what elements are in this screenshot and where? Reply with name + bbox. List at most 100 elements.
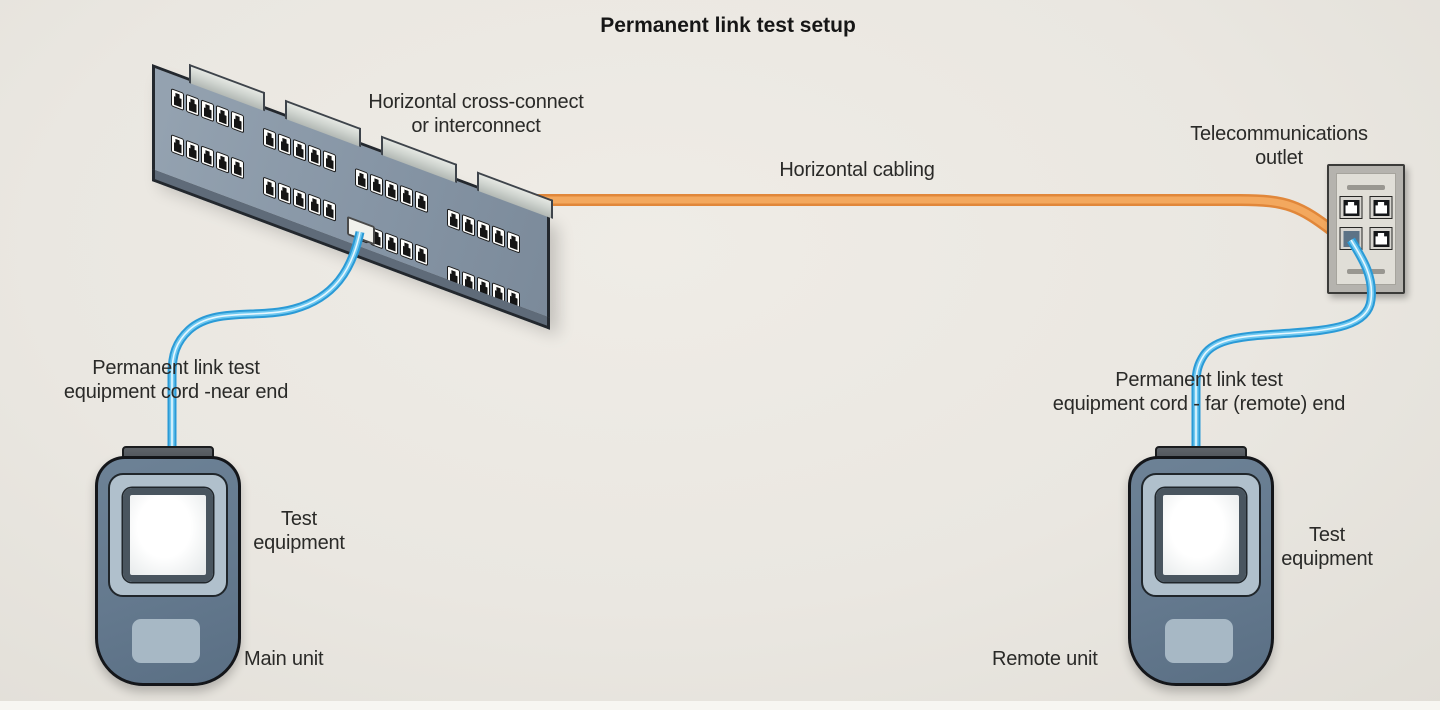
rj45-port bbox=[171, 134, 184, 157]
rj45-port bbox=[278, 182, 291, 205]
rj45-port bbox=[400, 237, 413, 261]
rj45-jack bbox=[1339, 196, 1363, 219]
near-end-cord-cable bbox=[167, 231, 365, 450]
mounting-bracket bbox=[381, 135, 457, 184]
rj45-port-glyph bbox=[403, 242, 411, 257]
rj45-port-glyph bbox=[326, 203, 334, 218]
test-equipment-label-left: Test equipment bbox=[253, 507, 345, 555]
mounting-bracket bbox=[477, 171, 553, 219]
telecom-outlet-label-line2: outlet bbox=[1255, 147, 1303, 169]
rj45-port-glyph bbox=[296, 143, 304, 158]
rj45-port-group bbox=[355, 167, 428, 214]
cross-connect-label-line2: or interconnect bbox=[411, 115, 541, 137]
rj45-port bbox=[231, 110, 244, 134]
rj45-port bbox=[263, 127, 276, 151]
rj45-port bbox=[216, 104, 229, 128]
rj45-port bbox=[201, 145, 214, 169]
far-cord-label-line2: equipment cord - far (remote) end bbox=[1052, 393, 1346, 415]
remote-unit-screen bbox=[1156, 488, 1246, 582]
rj45-port-glyph bbox=[204, 149, 212, 164]
rj45-port-glyph bbox=[311, 148, 319, 163]
rj45-port bbox=[507, 230, 520, 254]
rj45-port bbox=[171, 88, 184, 111]
rj45-port bbox=[323, 198, 336, 222]
rj45-port-glyph bbox=[403, 189, 411, 204]
main-unit-keypad bbox=[132, 619, 200, 663]
rj45-port bbox=[477, 219, 490, 243]
rj45-port-glyph bbox=[204, 103, 212, 118]
remote-unit-device bbox=[1128, 446, 1274, 686]
rj45-port bbox=[263, 176, 276, 200]
rj45-port-group bbox=[447, 208, 520, 254]
rj45-port bbox=[216, 150, 229, 174]
rj45-port-glyph bbox=[465, 218, 473, 233]
rj45-port-group bbox=[171, 134, 244, 180]
test-equipment-left-line2: equipment bbox=[253, 532, 345, 554]
telecom-outlet-label: Telecommunications outlet bbox=[1190, 122, 1368, 170]
remote-unit-keypad bbox=[1165, 619, 1233, 663]
rj45-port bbox=[293, 187, 306, 211]
rj45-jack bbox=[1369, 196, 1393, 219]
rj45-port bbox=[355, 167, 368, 191]
rj45-port-glyph bbox=[281, 137, 289, 152]
horizontal-cabling-cable bbox=[468, 194, 1338, 237]
rj45-port bbox=[462, 213, 475, 237]
near-cord-label-line1: Permanent link test bbox=[92, 357, 260, 379]
rj45-port-glyph bbox=[219, 155, 227, 170]
main-unit-body bbox=[95, 456, 241, 686]
rj45-port bbox=[415, 243, 428, 267]
rj45-port-glyph bbox=[234, 160, 242, 175]
telecom-outlet-plate bbox=[1327, 164, 1405, 294]
cross-connect-label: Horizontal cross-connect or interconnect bbox=[368, 90, 583, 138]
rj45-port-glyph bbox=[388, 236, 396, 251]
far-cord-label-line1: Permanent link test bbox=[1115, 369, 1283, 391]
rj45-port bbox=[293, 138, 306, 162]
bottom-strip bbox=[0, 701, 1440, 710]
rj45-port-glyph bbox=[388, 183, 396, 198]
diagram-title: Permanent link test setup bbox=[600, 14, 856, 37]
rj45-port-glyph bbox=[326, 154, 334, 169]
rj45-port-glyph bbox=[219, 109, 227, 124]
telecom-outlet-label-line1: Telecommunications bbox=[1190, 123, 1368, 145]
rj45-port bbox=[231, 156, 244, 180]
rj45-port-glyph bbox=[234, 114, 242, 129]
rj45-port-glyph bbox=[189, 98, 197, 113]
rj45-port bbox=[201, 99, 214, 123]
remote-unit-caption: Remote unit bbox=[992, 648, 1098, 670]
rj45-port-glyph bbox=[296, 192, 304, 207]
rj45-port-glyph bbox=[450, 212, 458, 227]
rj45-port-glyph bbox=[266, 131, 274, 146]
rj45-port-glyph bbox=[174, 92, 182, 107]
rj45-port-glyph bbox=[174, 138, 182, 153]
rj45-port bbox=[323, 149, 336, 173]
rj45-port bbox=[385, 179, 398, 202]
telecom-outlet-faceplate bbox=[1336, 173, 1396, 285]
rj45-port-glyph bbox=[510, 235, 518, 250]
rj45-port-glyph bbox=[480, 223, 488, 238]
outlet-jack-grid bbox=[1339, 196, 1393, 250]
rj45-port-glyph bbox=[189, 144, 197, 159]
rj45-jack-plugged bbox=[1339, 227, 1363, 250]
rj45-port bbox=[492, 225, 505, 248]
near-cord-label-line2: equipment cord -near end bbox=[63, 381, 289, 403]
rj45-port-glyph bbox=[373, 177, 381, 192]
rj45-port-glyph bbox=[311, 197, 319, 212]
rj45-port bbox=[415, 190, 428, 214]
rj45-jack bbox=[1369, 227, 1393, 250]
remote-unit-body bbox=[1128, 456, 1274, 686]
test-equipment-right-line1: Test bbox=[1309, 524, 1345, 546]
rj45-port bbox=[385, 232, 398, 255]
rj45-port-glyph bbox=[266, 180, 274, 195]
rj45-port-glyph bbox=[418, 194, 426, 209]
main-unit-bezel bbox=[108, 473, 228, 597]
test-equipment-right-line2: equipment bbox=[1281, 548, 1373, 570]
rj45-port bbox=[447, 208, 460, 232]
test-equipment-left-line1: Test bbox=[281, 508, 317, 530]
rj45-port bbox=[400, 184, 413, 208]
rj45-port-glyph bbox=[358, 172, 366, 187]
remote-unit-bezel bbox=[1141, 473, 1261, 597]
rj45-port bbox=[370, 173, 383, 197]
main-unit-caption: Main unit bbox=[244, 648, 324, 670]
rj45-port bbox=[308, 144, 321, 168]
